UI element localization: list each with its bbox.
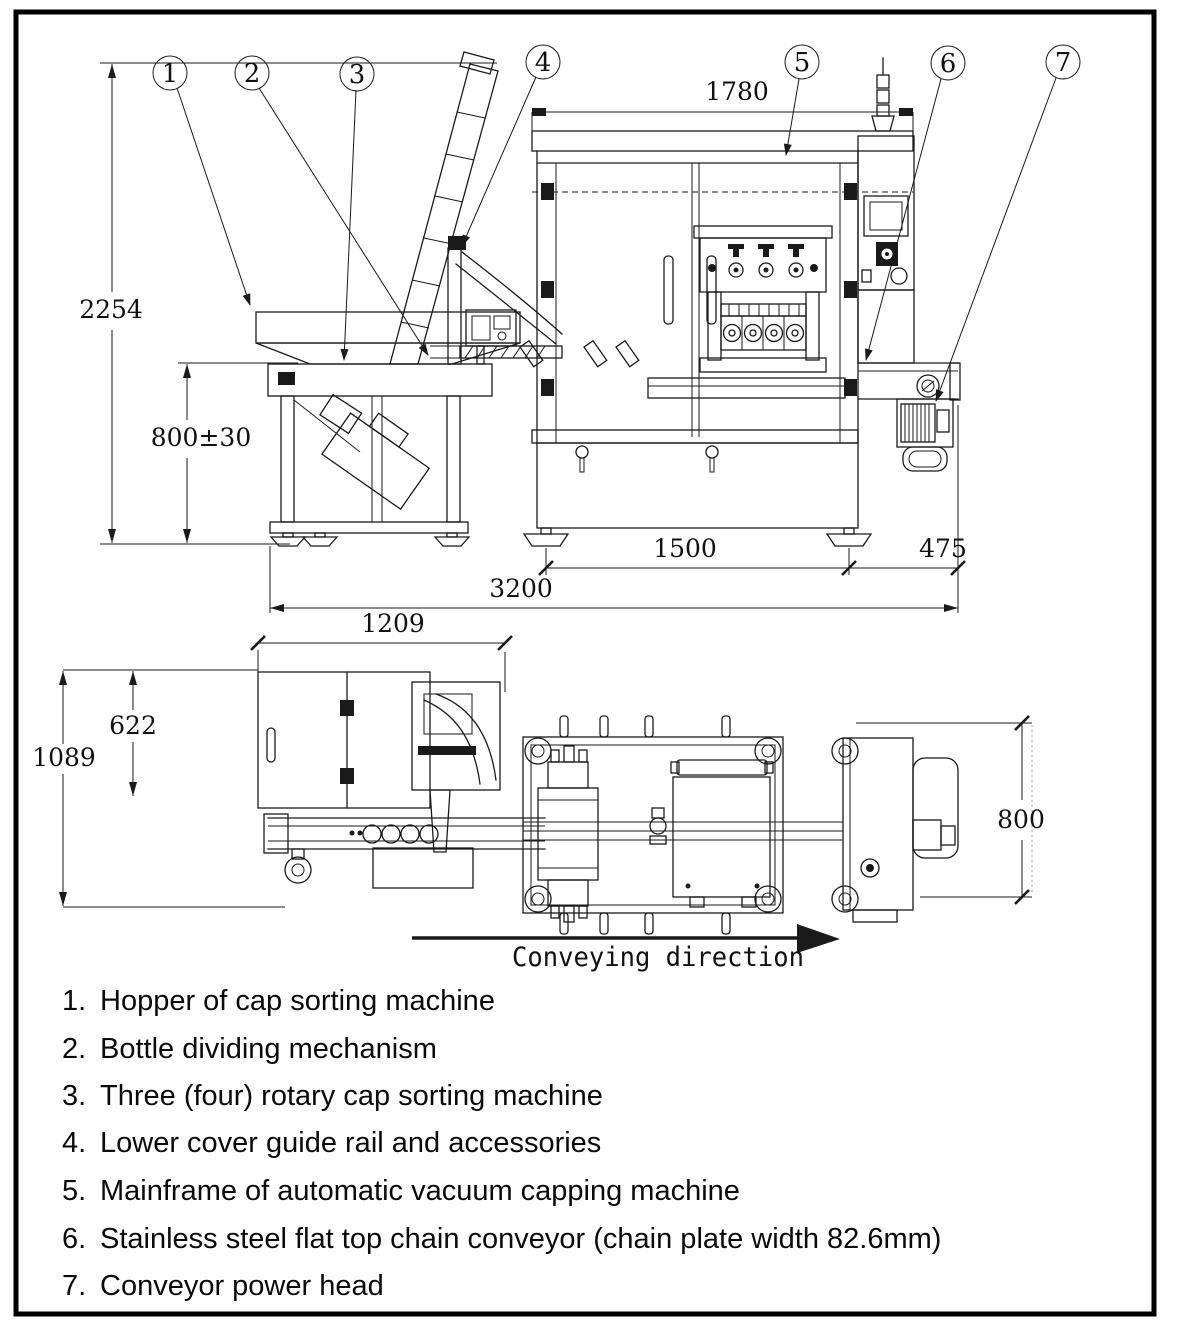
page-border xyxy=(13,9,1157,1317)
legend-item-7: 7.Conveyor power head xyxy=(62,1270,384,1302)
callout-7: 7 xyxy=(935,44,1081,402)
hopper-stand xyxy=(267,363,493,547)
legend: 1.Hopper of cap sorting machine 2.Bottle… xyxy=(62,985,941,1302)
legend-item-2: 2.Bottle dividing mechanism xyxy=(62,1033,437,1065)
legend-item-4: 4.Lower cover guide rail and accessories xyxy=(62,1127,601,1159)
dim-overall-width: 1089 xyxy=(32,671,96,906)
conveyor-power-head-plan xyxy=(831,737,959,923)
callout-3: 3 xyxy=(339,56,375,361)
bottle-rail-plan xyxy=(263,813,546,889)
leader-7 xyxy=(935,77,1057,402)
svg-text:2254: 2254 xyxy=(79,295,143,324)
motor-plan xyxy=(912,757,959,859)
callout-4: 4 xyxy=(461,44,561,247)
conveying-arrow-head xyxy=(797,924,840,953)
dim-sorter-width: 622 xyxy=(109,671,157,796)
hmi-screen xyxy=(863,195,909,237)
signal-tower xyxy=(871,57,895,132)
leader-3 xyxy=(340,89,357,361)
callout-2: 2 xyxy=(234,55,429,356)
svg-text:3200: 3200 xyxy=(489,574,553,603)
svg-text:3: 3 xyxy=(349,60,366,90)
chain-conveyor-side xyxy=(857,362,961,401)
power-head-knob xyxy=(916,374,940,398)
conveying-direction-label: Conveying direction xyxy=(512,942,804,973)
leader-5 xyxy=(783,78,800,156)
dim-conveyor-section: 800 xyxy=(856,715,1045,905)
dim-leg-span: 1500 xyxy=(538,534,857,576)
leader-4 xyxy=(461,76,537,247)
cap-sorter-plan xyxy=(257,671,431,809)
door-handle-right xyxy=(706,255,717,325)
svg-text:475: 475 xyxy=(919,534,967,563)
svg-text:4: 4 xyxy=(535,48,552,78)
dim-total-height: 2254 xyxy=(79,64,143,543)
svg-text:2: 2 xyxy=(244,59,261,89)
svg-text:1209: 1209 xyxy=(361,609,425,638)
rotary-sorter-body xyxy=(319,393,431,511)
guard-box-plan xyxy=(672,776,771,898)
svg-text:1: 1 xyxy=(162,59,179,89)
svg-text:800±30: 800±30 xyxy=(151,423,251,452)
callout-6: 6 xyxy=(864,45,966,361)
machine-conveyor-band xyxy=(647,377,846,399)
svg-text:622: 622 xyxy=(109,711,157,740)
selector-knob xyxy=(890,267,908,285)
chain-conveyor-plan xyxy=(522,715,843,935)
callout-1: 1 xyxy=(152,55,251,306)
svg-text:1089: 1089 xyxy=(32,743,96,772)
svg-text:6: 6 xyxy=(940,49,957,79)
cap-elevator xyxy=(389,51,563,365)
leader-1 xyxy=(176,87,251,306)
legend-item-3: 3.Three (four) rotary cap sorting machin… xyxy=(62,1080,603,1112)
svg-text:800: 800 xyxy=(997,805,1045,834)
legend-item-1: 1.Hopper of cap sorting machine xyxy=(62,985,495,1017)
door-handle-left xyxy=(663,255,674,325)
svg-text:1500: 1500 xyxy=(653,534,717,563)
control-panel xyxy=(857,135,915,364)
dim-conveyor-overhang: 475 xyxy=(849,405,967,613)
dim-sorter-length: 1209 xyxy=(250,609,513,692)
hopper xyxy=(255,311,521,365)
dim-hopper-stand-height: 800±30 xyxy=(151,364,251,543)
capping-head xyxy=(693,225,833,373)
callout-5: 5 xyxy=(783,44,820,156)
svg-text:5: 5 xyxy=(794,48,811,78)
legend-item-6: 6.Stainless steel flat top chain conveyo… xyxy=(62,1223,941,1255)
dim-total-length: 3200 xyxy=(269,546,958,613)
capper-unit-plan xyxy=(537,787,599,881)
svg-text:7: 7 xyxy=(1055,48,1072,78)
leader-2 xyxy=(258,87,429,356)
side-view: 2254 800±30 1 2 3 4 xyxy=(79,44,1081,613)
conveyor-power-head-side xyxy=(896,398,954,472)
cap-elevator-plan xyxy=(411,681,501,853)
conveying-direction: Conveying direction xyxy=(412,924,840,973)
svg-text:1780: 1780 xyxy=(705,77,769,106)
lower-box-plan xyxy=(372,847,474,889)
dim-frame-width: 1780 xyxy=(531,77,914,133)
bottle-dividing-mechanism xyxy=(430,339,640,368)
legend-item-5: 5.Mainframe of automatic vacuum capping … xyxy=(62,1175,740,1207)
leader-6 xyxy=(864,78,942,361)
mainframe xyxy=(522,130,914,547)
plan-view: 1209 1089 622 xyxy=(32,609,1045,973)
